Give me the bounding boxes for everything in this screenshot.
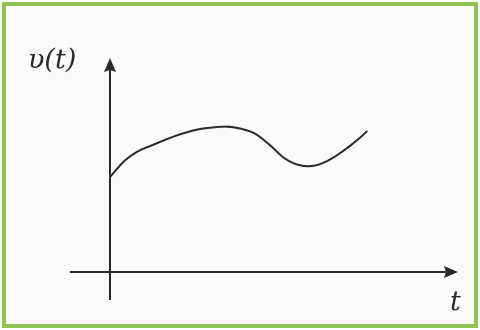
x-axis-arrow-icon (444, 266, 458, 278)
x-axis-label: t (450, 286, 461, 317)
figure-frame (2, 2, 478, 328)
y-axis-label: υ(t) (28, 44, 76, 75)
y-axis-arrow-icon (104, 58, 116, 72)
series-line-curve (109, 125, 368, 179)
